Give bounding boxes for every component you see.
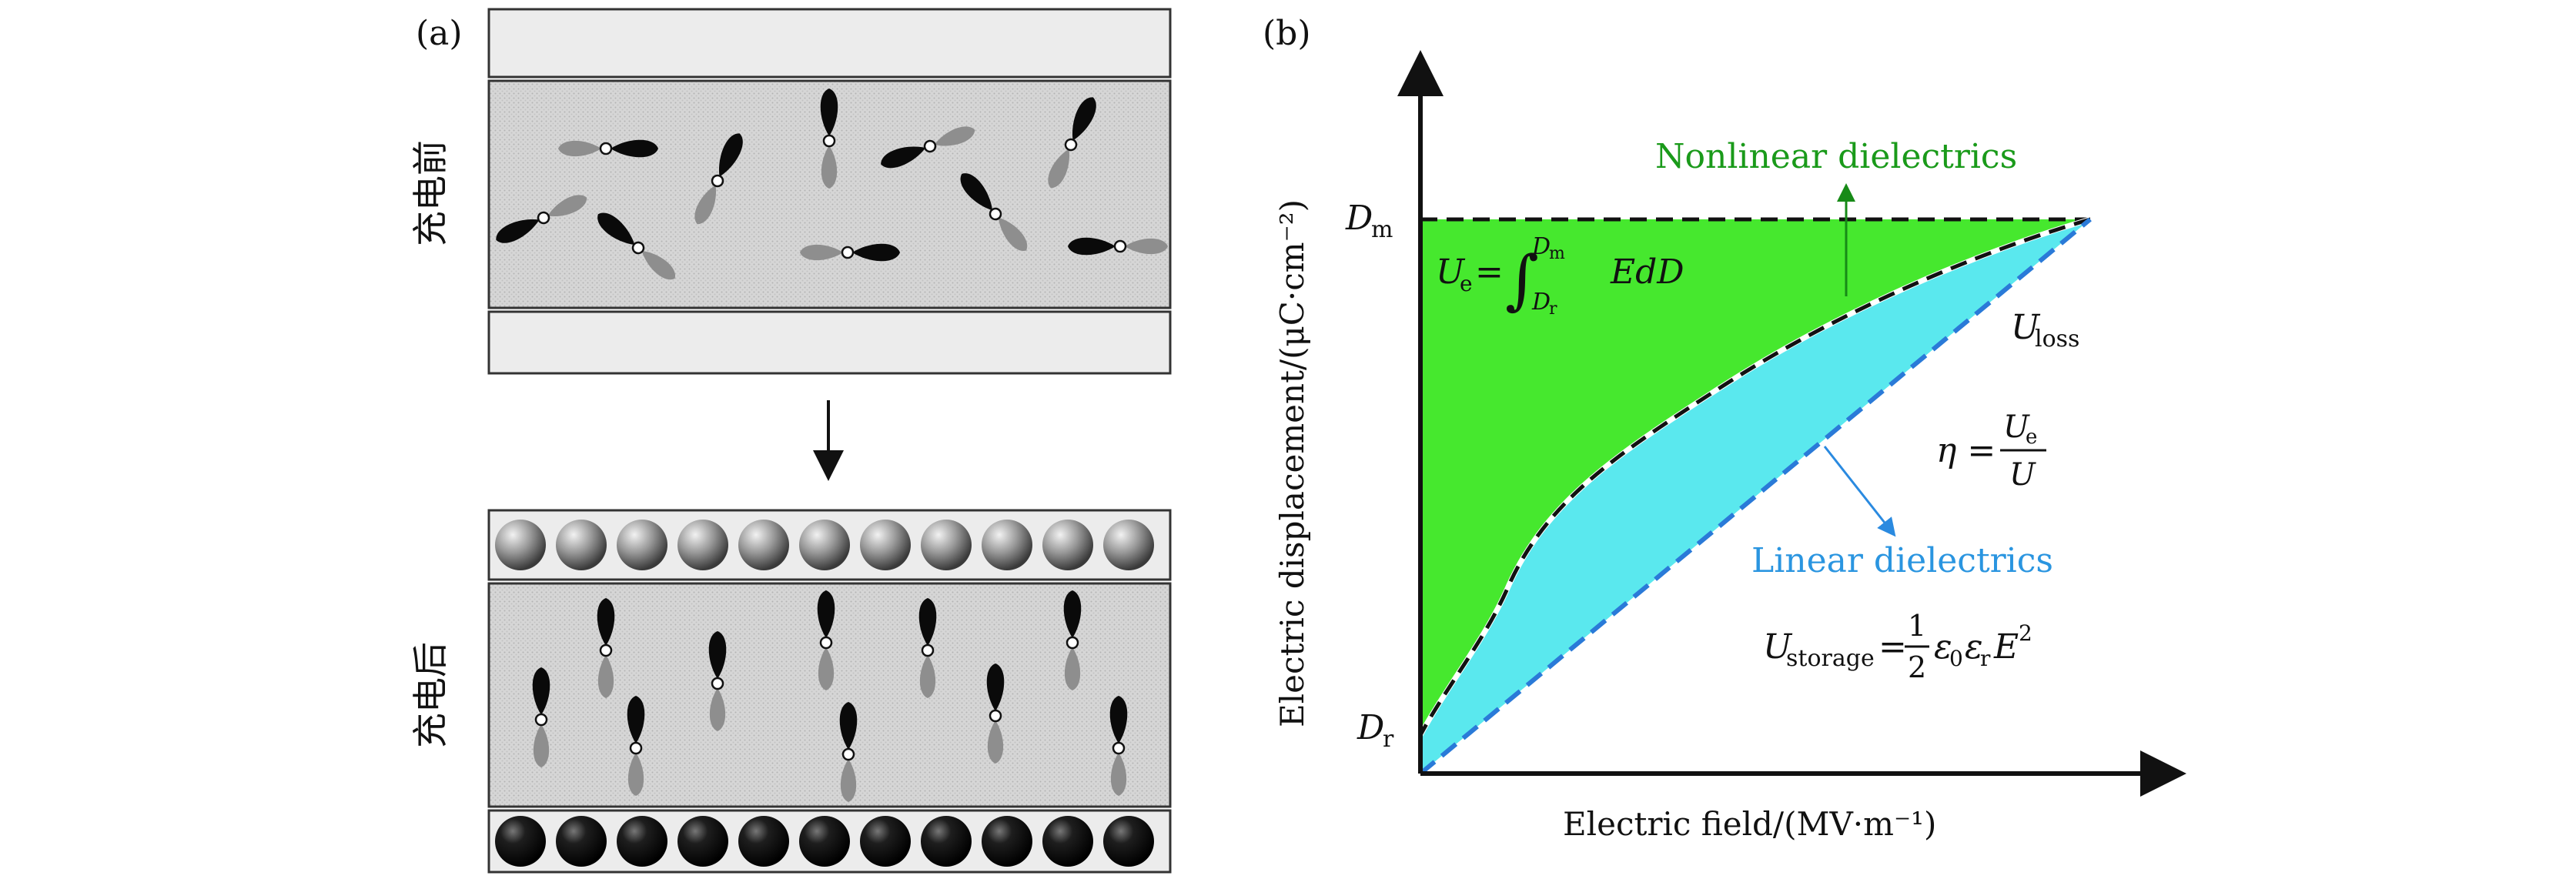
positive-charge-sphere	[860, 520, 911, 570]
negative-charge-sphere	[738, 816, 789, 867]
epsilon-r-sub: r	[1980, 646, 1991, 671]
top-electrode-empty	[487, 8, 1172, 79]
uloss-subscript: loss	[2035, 326, 2079, 353]
positive-charge-sphere	[617, 520, 667, 570]
nonlinear-label: Nonlinear dielectrics	[1655, 137, 2017, 176]
positive-charge-sphere	[495, 520, 546, 570]
x-axis-label: Electric field/(MV·m⁻¹)	[1563, 805, 1936, 843]
integral-upper-sub: m	[1549, 244, 1565, 263]
panel-b-label: (b)	[1263, 14, 1311, 53]
negative-charge-sphere	[1103, 816, 1154, 867]
positive-charge-sphere	[738, 520, 789, 570]
ustorage-frac-num: 1	[1908, 609, 1926, 643]
negative-charge-sphere	[495, 816, 546, 867]
ustorage-subscript: storage	[1786, 645, 1875, 672]
integrand: EdD	[1610, 252, 1684, 292]
eta-numerator: U	[2003, 409, 2030, 445]
negative-charge-sphere	[860, 816, 911, 867]
linear-line	[1419, 217, 2092, 776]
after-charging-diagram: 充电后	[410, 509, 1172, 874]
positive-charge-sphere	[1042, 520, 1093, 570]
ue-subscript: e	[1460, 271, 1473, 296]
dr-label: D r	[1357, 708, 1394, 753]
negative-charge-sphere	[921, 816, 972, 867]
eta-formula: η = U e U	[1936, 409, 2046, 493]
linear-label: Linear dielectrics	[1751, 541, 2053, 580]
positive-charge-sphere	[799, 520, 850, 570]
dm-label: D m	[1345, 199, 1393, 243]
negative-charge-sphere	[556, 816, 607, 867]
linear-arrow	[1823, 446, 1896, 537]
ustorage-formula: U storage = 1 2 ε 0 ε r E 2	[1763, 609, 2032, 684]
positive-charge-sphere	[1103, 520, 1154, 570]
uloss-symbol: U	[2011, 308, 2041, 347]
negative-charge-sphere	[677, 816, 728, 867]
field-e: E	[1993, 627, 2019, 667]
before-charging-diagram: 充电前	[410, 8, 1172, 375]
y-axis-label: Electric displacement/(μC·cm⁻²)	[1273, 199, 1311, 727]
nonlinear-curve	[1418, 217, 2091, 737]
epsilon-zero-sub: 0	[1949, 646, 1963, 671]
nonlinear-region	[1420, 219, 2090, 735]
eta-numerator-sub: e	[2026, 426, 2037, 449]
dr-subscript: r	[1383, 726, 1394, 753]
positive-charge-sphere	[921, 520, 972, 570]
ue-formula: U e = ∫ D m D r EdD	[1436, 233, 1684, 319]
negative-charge-sphere	[617, 816, 667, 867]
epsilon-zero: ε	[1934, 627, 1952, 667]
uloss-label: U loss	[2011, 308, 2079, 353]
positive-charge-sphere	[677, 520, 728, 570]
eta-denominator: U	[2009, 457, 2036, 493]
ustorage-symbol: U	[1763, 627, 1793, 667]
before-charging-label: 充电前	[410, 140, 451, 246]
negative-charge-sphere	[982, 816, 1032, 867]
positive-charge-row	[495, 520, 1154, 570]
dr-symbol: D	[1357, 708, 1384, 747]
integral-lower-sub: r	[1549, 299, 1557, 319]
positive-charge-sphere	[556, 520, 607, 570]
ustorage-equals: =	[1878, 627, 1907, 667]
ue-symbol: U	[1436, 252, 1466, 292]
integral-lower: D	[1531, 289, 1551, 316]
panel-a-label: (a)	[416, 14, 463, 53]
negative-charge-sphere	[799, 816, 850, 867]
panel-b: (b) Electric displacement/(μC·cm⁻²) Elec…	[1263, 14, 2186, 843]
after-charging-label: 充电后	[410, 642, 451, 748]
epsilon-r: ε	[1965, 627, 1983, 667]
ustorage-frac-den: 2	[1908, 650, 1926, 684]
integral-upper: D	[1531, 233, 1551, 260]
panel-a: (a) 充电前	[410, 8, 1172, 874]
dm-symbol: D	[1345, 199, 1373, 238]
negative-charge-row	[495, 816, 1154, 867]
bottom-electrode-empty	[487, 310, 1172, 375]
eta-lhs: η =	[1936, 431, 1996, 470]
negative-charge-sphere	[1042, 816, 1093, 867]
positive-charge-sphere	[982, 520, 1032, 570]
integral-sign: ∫	[1505, 242, 1539, 317]
ue-equals: =	[1475, 252, 1504, 292]
dm-subscript: m	[1371, 216, 1393, 243]
field-e-squared: 2	[2019, 620, 2032, 646]
